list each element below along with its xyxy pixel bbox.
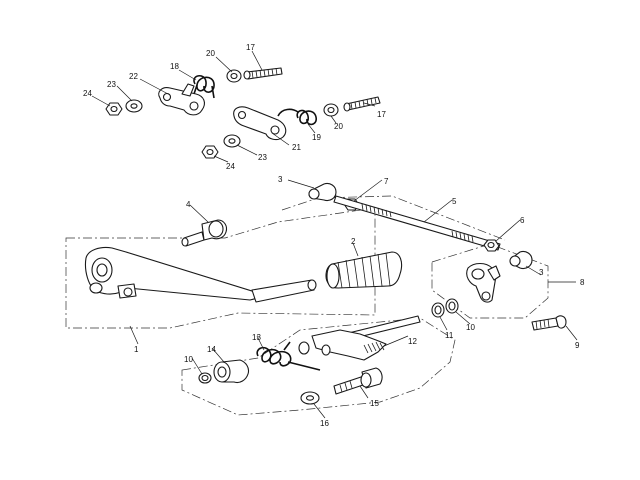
selector-shaft-12: [298, 315, 421, 361]
callout-13: 13: [252, 333, 261, 342]
callout-15: 15: [370, 399, 379, 408]
nut-24-lower: [201, 145, 219, 159]
callout-23-lower: 23: [258, 153, 267, 162]
washer-23-upper: [125, 99, 143, 113]
callout-9: 9: [575, 341, 580, 350]
callout-20-lower: 20: [334, 122, 343, 131]
bolt-9: [531, 315, 567, 331]
callout-24-upper: 24: [83, 89, 92, 98]
callout-6: 6: [520, 216, 525, 225]
group-outline-linkage: [281, 195, 506, 241]
group-outline-pedal: [65, 207, 376, 329]
callout-3-right: 3: [539, 268, 544, 277]
bolt-17-upper: [243, 67, 283, 80]
stop-bolt-15: [333, 367, 383, 395]
group-outline-selector: [431, 243, 549, 319]
callout-10-right: 10: [466, 323, 475, 332]
rod-end-3-right: [509, 250, 533, 270]
bolt-17-lower: [343, 96, 381, 112]
callout-3-left: 3: [278, 175, 283, 184]
footrest-rubber-2: [325, 251, 403, 289]
group-outline-spindle: [181, 317, 456, 416]
callout-11: 11: [445, 331, 454, 340]
callout-14: 14: [207, 345, 216, 354]
callout-19: 19: [312, 133, 321, 142]
arm-22: [158, 83, 205, 116]
return-spring-13: [256, 341, 321, 371]
callout-4: 4: [186, 200, 191, 209]
callout-22: 22: [129, 72, 138, 81]
washer-23-lower: [223, 134, 241, 148]
washer-20-upper: [226, 69, 242, 83]
callout-21: 21: [292, 143, 301, 152]
gear-pedal-1: [84, 246, 317, 303]
spring-19: [277, 108, 317, 126]
callout-20-upper: 20: [206, 49, 215, 58]
washer-16: [300, 391, 320, 405]
callout-17-lower: 17: [377, 110, 386, 119]
callout-2: 2: [351, 237, 356, 246]
callout-24-lower: 24: [226, 162, 235, 171]
pivot-bolt-4: [181, 219, 228, 247]
callout-10-left: 10: [184, 355, 193, 364]
circlip-10-left: [198, 372, 212, 384]
arm-21: [233, 106, 287, 141]
callout-16: 16: [320, 419, 329, 428]
callout-labels: 17 20 18 22 23 24 17 20 19 21 23 24 3 7 …: [83, 43, 585, 428]
bush-14: [213, 359, 250, 384]
callout-12: 12: [408, 337, 417, 346]
nut-6: [483, 239, 500, 252]
washer-11: [431, 302, 445, 318]
callout-7: 7: [384, 177, 389, 186]
circlip-10-right: [445, 298, 459, 314]
rod-5: [333, 195, 501, 251]
callout-1: 1: [134, 345, 139, 354]
selector-arm-8: [466, 262, 501, 303]
leader-lines: [91, 50, 578, 419]
callout-17-upper: 17: [246, 43, 255, 52]
callout-23-upper: 23: [107, 80, 116, 89]
rod-end-3-left: [308, 182, 337, 202]
callout-18: 18: [170, 62, 179, 71]
washer-20-lower: [323, 103, 339, 117]
callout-5: 5: [452, 197, 457, 206]
callout-8: 8: [580, 278, 585, 287]
